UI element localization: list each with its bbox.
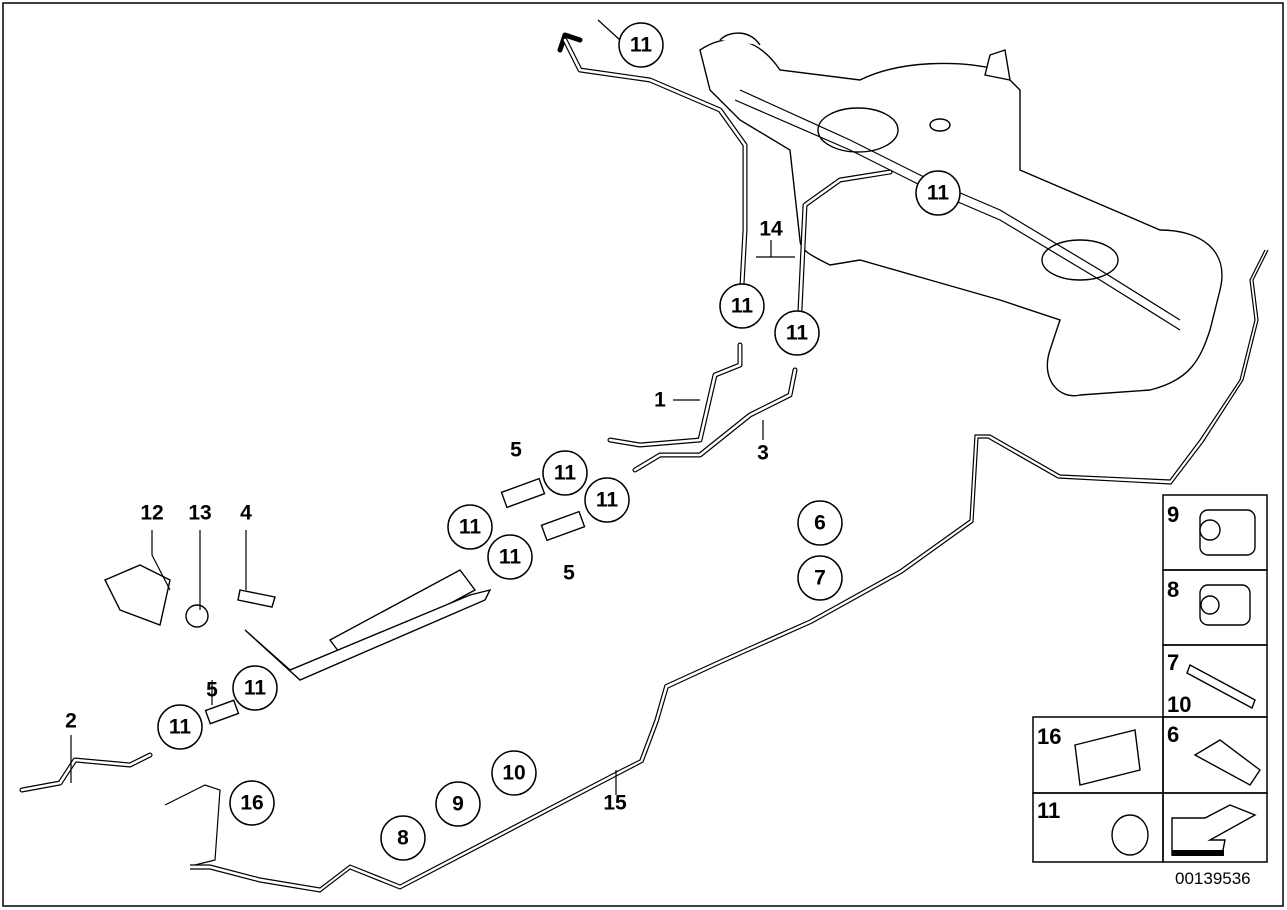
- label-1: 1: [654, 389, 666, 412]
- callout-circle: [487, 534, 533, 580]
- legend-label-8: 8: [1167, 577, 1179, 602]
- callout-circle: [797, 500, 843, 546]
- label-5: 5: [206, 679, 218, 702]
- label-15: 15: [603, 792, 627, 815]
- leader-lines: [70, 19, 795, 795]
- callout-circle: [797, 555, 843, 601]
- callout-text: 7: [814, 567, 826, 590]
- callout-9: 9: [435, 781, 481, 827]
- callout-circle: [584, 477, 630, 523]
- plain-labels: 1 3 5 5 5 12 13 4 2 14 15: [65, 218, 783, 815]
- label-3: 3: [757, 442, 769, 465]
- label-4: 4: [240, 502, 252, 525]
- legend-label-10: 10: [1167, 692, 1191, 717]
- legend-label-16: 16: [1037, 724, 1061, 749]
- fuel-tank: [699, 32, 1223, 397]
- label-13: 13: [188, 502, 211, 525]
- callout-10: 10: [491, 750, 537, 796]
- callout-circle: [774, 310, 820, 356]
- callout-text: 11: [630, 34, 653, 57]
- callout-text: 11: [459, 516, 482, 539]
- callouts: 11 11 11 11 11 11 11 11 11 11 6 7 8 9 10 16: [157, 22, 961, 861]
- legend-labels: 9 8 7 10 16 6 11: [1037, 502, 1191, 823]
- callout-text: 9: [452, 793, 464, 816]
- callout-text: 11: [244, 677, 267, 700]
- callout-circle: [542, 450, 588, 496]
- callout-circle: [232, 665, 278, 711]
- diagram-code: 00139536: [1175, 869, 1251, 888]
- callout-circle: [435, 781, 481, 827]
- callout-circle: [618, 22, 664, 68]
- callout-text: 11: [554, 462, 577, 485]
- legend-icons: [1074, 509, 1261, 856]
- callout-11: 11: [487, 534, 533, 580]
- label-14: 14: [759, 218, 783, 241]
- callout-11: 11: [157, 704, 203, 750]
- callout-11: 11: [618, 22, 664, 68]
- hoses-and-filter: [104, 477, 586, 725]
- callout-text: 11: [596, 489, 619, 512]
- label-2: 2: [65, 710, 77, 733]
- callout-16: 16: [229, 780, 275, 826]
- callout-circle: [719, 283, 765, 329]
- callout-11: 11: [584, 477, 630, 523]
- callout-text: 11: [499, 546, 522, 569]
- callout-text: 8: [397, 827, 409, 850]
- callout-text: 10: [502, 762, 525, 785]
- callout-text: 11: [169, 716, 192, 739]
- legend-label-11: 11: [1037, 798, 1060, 823]
- label-5: 5: [563, 562, 575, 585]
- callout-text: 11: [927, 182, 950, 205]
- callout-text: 16: [240, 792, 263, 815]
- label-12: 12: [140, 502, 163, 525]
- callout-11: 11: [915, 170, 961, 216]
- legend-label-6: 6: [1167, 722, 1179, 747]
- callout-11: 11: [719, 283, 765, 329]
- legend-panels: [1032, 494, 1268, 863]
- callout-circle: [380, 815, 426, 861]
- callout-7: 7: [797, 555, 843, 601]
- callout-circle: [491, 750, 537, 796]
- callout-8: 8: [380, 815, 426, 861]
- callout-text: 11: [731, 295, 754, 318]
- callout-11: 11: [774, 310, 820, 356]
- callout-11: 11: [232, 665, 278, 711]
- callout-11: 11: [542, 450, 588, 496]
- legend-label-7: 7: [1167, 650, 1179, 675]
- callout-text: 6: [814, 512, 826, 535]
- callout-circle: [157, 704, 203, 750]
- fuel-pipes: [19, 32, 1269, 893]
- label-5: 5: [510, 439, 522, 462]
- callout-6: 6: [797, 500, 843, 546]
- callout-circle: [229, 780, 275, 826]
- callout-circle: [447, 504, 493, 550]
- callout-text: 11: [786, 322, 809, 345]
- legend-label-9: 9: [1167, 502, 1179, 527]
- callout-11: 11: [447, 504, 493, 550]
- callout-circle: [915, 170, 961, 216]
